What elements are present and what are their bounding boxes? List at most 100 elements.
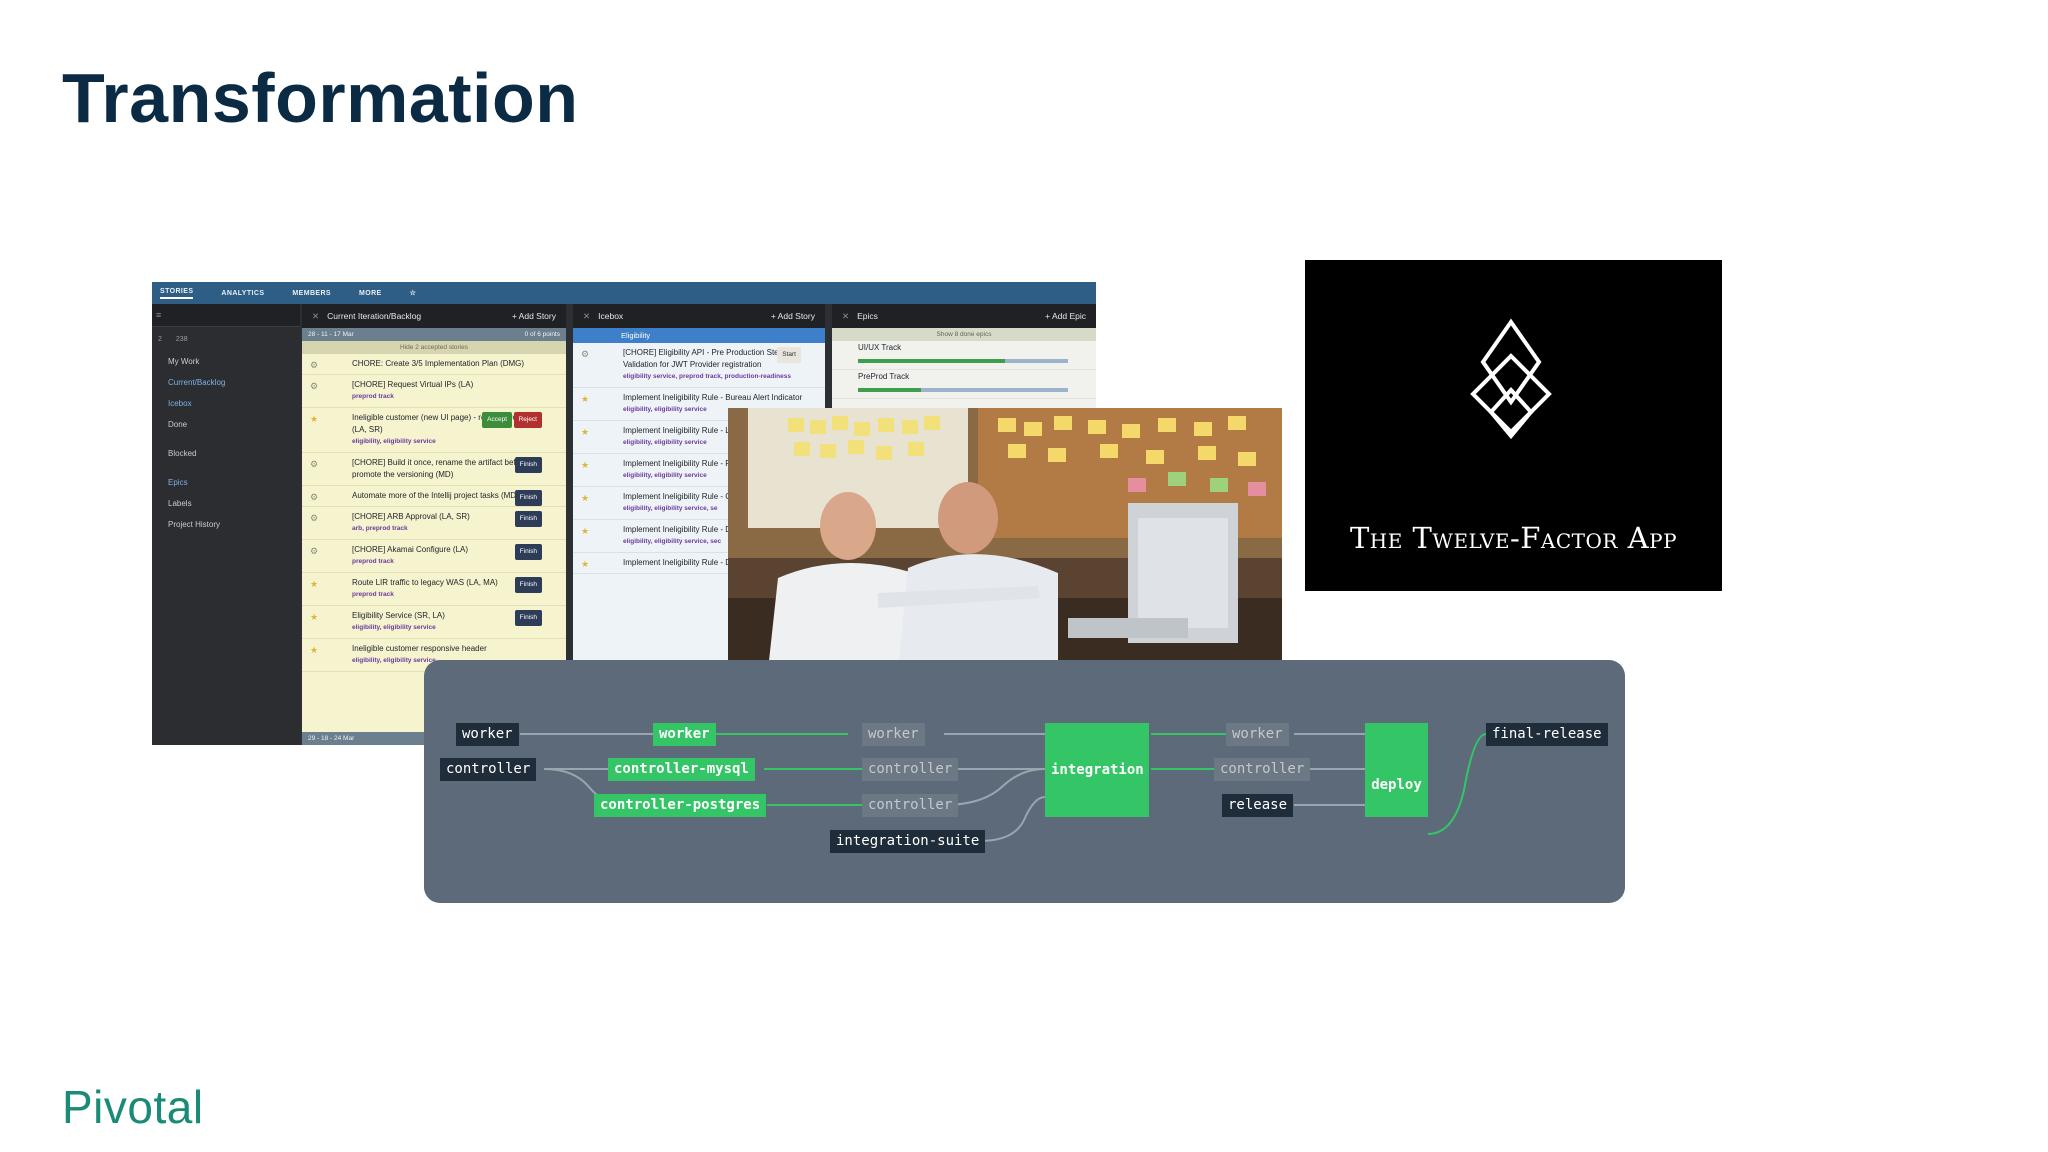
sidebar-item-labels[interactable]: Labels: [168, 499, 192, 508]
story-title: Eligibility Service (SR, LA): [352, 611, 445, 620]
tab-analytics[interactable]: ANALYTICS: [221, 289, 265, 297]
story-labels[interactable]: eligibility, eligibility service, sec: [623, 538, 722, 545]
story-labels[interactable]: eligibility service, preprod track, prod…: [623, 373, 791, 380]
finish-button[interactable]: Finish: [514, 457, 542, 473]
story-row[interactable]: ★Route LIR traffic to legacy WAS (LA, MA…: [302, 573, 566, 606]
star-icon: ★: [310, 645, 319, 655]
pipeline-node-release[interactable]: release: [1222, 794, 1294, 817]
star-icon[interactable]: ☆: [409, 290, 417, 297]
sidebar-item-epics[interactable]: Epics: [168, 478, 188, 487]
add-story-button[interactable]: + Add Story: [770, 311, 815, 321]
story-title: Implement Ineligibility Rule - Deposit o…: [623, 525, 783, 534]
story-row[interactable]: ★Ineligible customer (new UI page) - res…: [302, 408, 566, 453]
finish-button[interactable]: Finish: [514, 544, 542, 560]
sidebar-item-current-backlog[interactable]: Current/Backlog: [168, 378, 226, 387]
pipeline-node-controller-release[interactable]: controller: [1214, 758, 1311, 781]
epic-name: UI/UX Track: [858, 343, 902, 352]
pipeline-job-controller-mysql[interactable]: controller-mysql: [608, 758, 755, 781]
story-labels[interactable]: eligibility, eligibility service: [623, 406, 707, 413]
sidebar-item-blocked[interactable]: Blocked: [168, 449, 197, 458]
story-title: [CHORE] Akamai Configure (LA): [352, 545, 469, 554]
sidebar-item-icebox[interactable]: Icebox: [168, 399, 192, 408]
epic-progress-fill: [858, 359, 1005, 363]
story-labels[interactable]: arb, preprod track: [352, 525, 408, 532]
start-button[interactable]: Start: [777, 347, 801, 363]
pair-programming-photo: [728, 408, 1282, 670]
pipeline-node-controller-output[interactable]: controller: [862, 794, 959, 817]
show-done-epics-link[interactable]: Show 8 done epics: [832, 328, 1096, 341]
gear-icon: ⚙: [310, 492, 319, 502]
close-icon[interactable]: ✕: [842, 310, 850, 321]
epic-progress-fill: [858, 388, 921, 392]
epics-header: ✕ Epics + Add Epic: [832, 304, 1096, 328]
hide-accepted-link[interactable]: Hide 2 accepted stories: [302, 341, 566, 354]
story-title: Implement Ineligibility Rule - Deposit a…: [623, 558, 779, 567]
story-title: Implement Ineligibility Rule - Bureau Al…: [623, 393, 803, 402]
pipeline-node-worker[interactable]: worker: [456, 723, 519, 746]
tab-stories[interactable]: STORIES: [160, 288, 194, 299]
pipeline-node-worker-release[interactable]: worker: [1226, 723, 1289, 746]
story-row[interactable]: ⚙[CHORE] Build it once, rename the artif…: [302, 453, 566, 486]
pipeline-node-controller[interactable]: controller: [440, 758, 537, 781]
close-icon[interactable]: ✕: [312, 310, 320, 321]
story-row[interactable]: ★ Eligibility Service (SR, LA) eligibility…: [302, 606, 566, 639]
tab-more[interactable]: MORE: [359, 289, 382, 297]
star-icon: ★: [310, 612, 319, 622]
story-labels[interactable]: eligibility, eligibility service: [623, 439, 707, 446]
gear-icon: ⚙: [310, 381, 319, 391]
close-icon[interactable]: ✕: [583, 310, 591, 321]
iteration-dates: 28 - 11 - 17 Mar: [308, 331, 354, 338]
story-row[interactable]: ★Implement Ineligibility Rule - Deposit …: [573, 553, 825, 574]
tracker-top-nav: STORIES ANALYTICS MEMBERS MORE ☆: [152, 282, 1096, 304]
story-row[interactable]: ★Implement Ineligibility Rule - Card (CS…: [573, 487, 825, 520]
epic-row[interactable]: UI/UX Track: [832, 341, 1096, 370]
finish-button[interactable]: Finish: [514, 577, 542, 593]
add-epic-button[interactable]: + Add Epic: [1045, 311, 1086, 321]
tab-members[interactable]: MEMBERS: [292, 289, 332, 297]
story-labels[interactable]: preprod track: [352, 591, 394, 598]
epic-bar-eligibility[interactable]: Eligibility: [573, 328, 825, 343]
story-row[interactable]: ⚙ [CHORE] Akamai Configure (LA) preprod tr…: [302, 540, 566, 573]
finish-button[interactable]: Finish: [514, 610, 542, 626]
story-title: Automate more of the Intellij project ta…: [352, 491, 519, 500]
sidebar-item-done[interactable]: Done: [168, 420, 188, 429]
story-row[interactable]: ★Implement Ineligibility Rule - Bureau A…: [573, 388, 825, 421]
story-labels[interactable]: eligibility, eligibility service, se: [623, 505, 718, 512]
story-labels[interactable]: preprod track: [352, 558, 394, 565]
pipeline-job-controller-postgres[interactable]: controller-postgres: [594, 794, 767, 817]
pipeline-job-deploy[interactable]: deploy: [1365, 723, 1428, 817]
story-labels[interactable]: eligibility, eligibility service: [352, 438, 436, 445]
story-title: [CHORE] Request Virtual IPs (LA): [352, 380, 474, 389]
story-row[interactable]: ★Implement Ineligibility Rule - Loan App…: [573, 421, 825, 454]
story-labels[interactable]: preprod track: [352, 393, 394, 400]
sidebar-item-my-work[interactable]: My Work: [168, 357, 200, 366]
story-row[interactable]: ⚙ [CHORE] Request Virtual IPs (LA) preprod…: [302, 375, 566, 408]
story-row[interactable]: ⚙[CHORE] Eligibility API - Pre Productio…: [573, 343, 825, 388]
epic-row[interactable]: PreProd Track: [832, 370, 1096, 399]
pipeline-node-integration-suite[interactable]: integration-suite: [830, 830, 986, 853]
finish-button[interactable]: Finish: [514, 490, 542, 506]
story-row[interactable]: ★Implement Ineligibility Rule - Pending …: [573, 454, 825, 487]
story-labels[interactable]: eligibility, eligibility service: [623, 472, 707, 479]
story-row[interactable]: ★Implement Ineligibility Rule - Deposit …: [573, 520, 825, 553]
pivotal-logo-text: Pivotal: [62, 1081, 204, 1133]
pipeline-node-worker-output[interactable]: worker: [862, 723, 925, 746]
story-labels[interactable]: eligibility, eligibility service: [352, 657, 436, 664]
finish-button[interactable]: Finish: [514, 511, 542, 527]
hamburger-icon[interactable]: ≡: [156, 310, 162, 320]
add-story-button[interactable]: + Add Story: [511, 311, 556, 321]
accept-button[interactable]: Accept: [482, 412, 512, 428]
story-row[interactable]: ⚙ Automate more of the Intellij project t…: [302, 486, 566, 507]
star-icon: ★: [310, 414, 319, 424]
pipeline-node-controller-output[interactable]: controller: [862, 758, 959, 781]
story-row[interactable]: ⚙[CHORE] ARB Approval (LA, SR)arb, prepr…: [302, 507, 566, 540]
sidebar-item-project-history[interactable]: Project History: [168, 520, 221, 529]
pipeline-node-final-release[interactable]: final-release: [1486, 723, 1608, 746]
next-iteration-dates: 29 - 18 - 24 Mar: [308, 735, 355, 742]
gear-icon: ⚙: [310, 546, 319, 556]
story-labels[interactable]: eligibility, eligibility service: [352, 624, 436, 631]
reject-button[interactable]: Reject: [513, 412, 542, 428]
pipeline-job-integration[interactable]: integration: [1045, 723, 1149, 817]
pipeline-job-worker[interactable]: worker: [653, 723, 716, 746]
story-row[interactable]: ⚙CHORE: Create 3/5 Implementation Plan (…: [302, 354, 566, 375]
